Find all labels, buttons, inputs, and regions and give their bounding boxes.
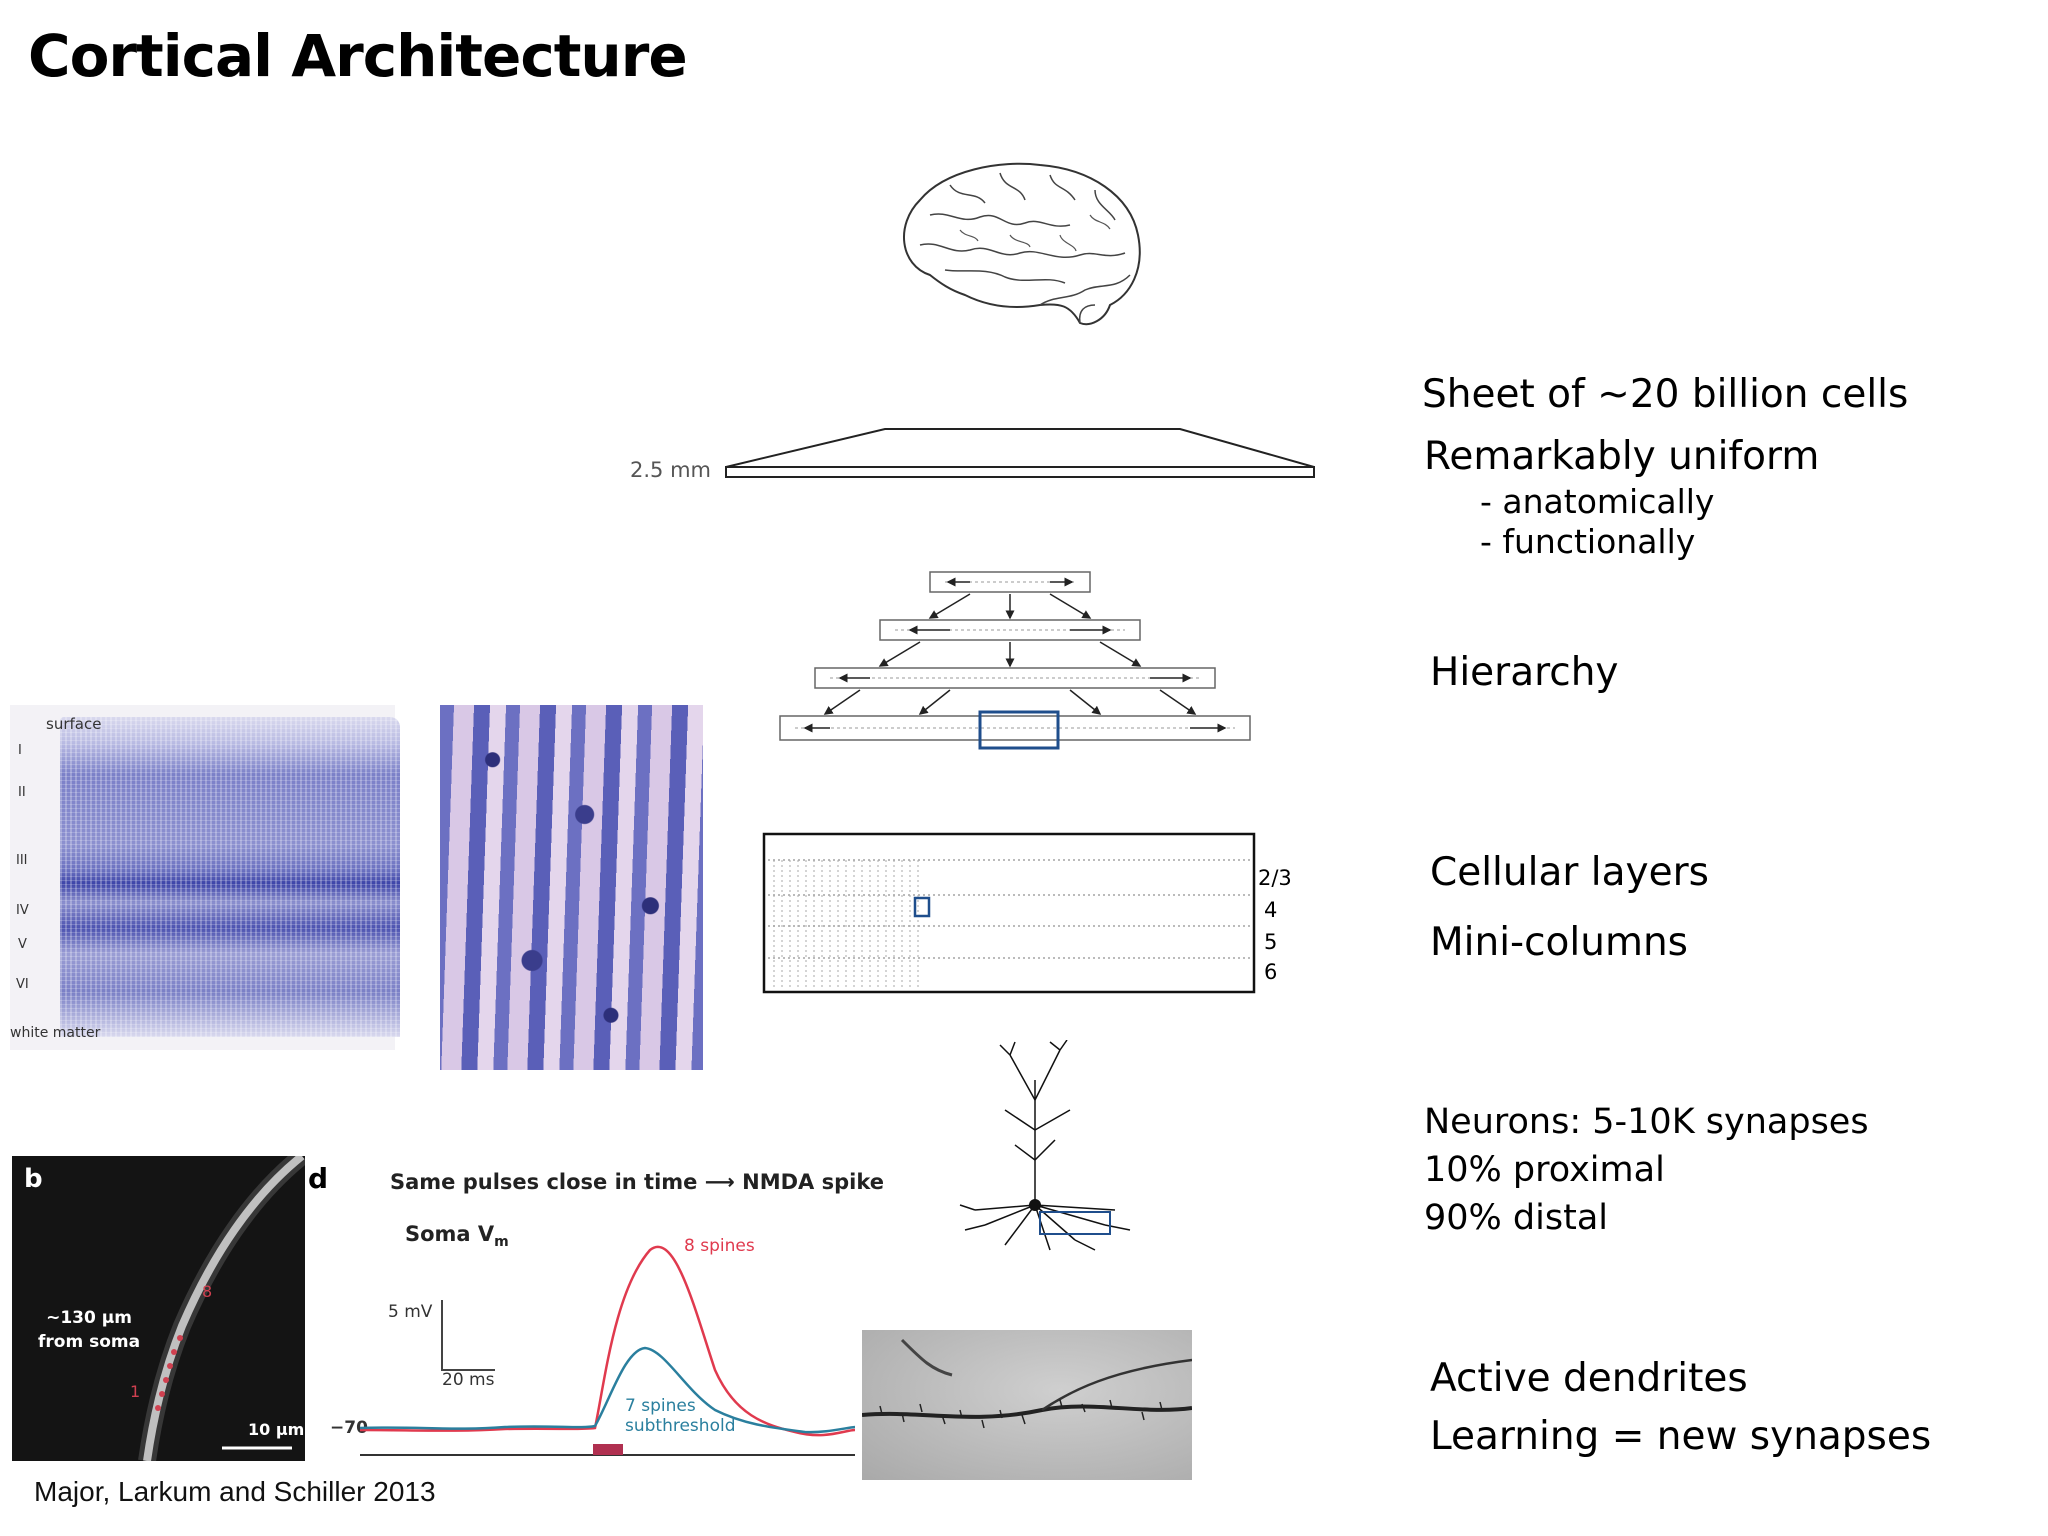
sheet-cells-text: Sheet of ~20 billion cells [1422,372,1909,417]
hierarchy-text: Hierarchy [1430,650,1619,695]
histology-layers-image: surface I II III IV V VI white matter [10,705,400,1050]
mini-columns-text: Mini-columns [1430,920,1688,965]
learning-text: Learning = new synapses [1430,1414,1932,1459]
layer-label-2-3: 2/3 [1258,866,1292,890]
distance-line-2: from soma [38,1332,141,1352]
trace-7-line-2: subthreshold [625,1416,736,1436]
trace-8-spines [359,1245,855,1437]
layer-numeral-V: V [18,937,27,952]
panel-b-label: b [24,1164,43,1194]
cortical-sheet-slab [725,428,1315,478]
dendrite-branch [861,1338,1193,1429]
baseline-label: −70 [330,1418,368,1438]
brain-illustration [903,162,1141,325]
pyramidal-neuron-drawing [959,1040,1131,1251]
cellular-layers-text: Cellular layers [1430,850,1709,895]
scale-bar-label: 10 µm [248,1420,305,1439]
header-right: NMDA spike [742,1170,884,1194]
panel-b-image: b 8 1 ~130 µm from soma 10 µm [12,1148,308,1463]
sheet-thickness-label: 2.5 mm [630,458,711,482]
layer-numeral-II: II [18,785,26,800]
spine-marker-8: 8 [202,1282,213,1301]
slide-title: Cortical Architecture [28,22,688,90]
anatomically-text: - anatomically [1480,482,1715,521]
spine-marker-1: 1 [130,1382,141,1401]
distance-line-1: ~130 µm [46,1308,132,1328]
uniform-text: Remarkably uniform [1424,434,1820,479]
distance-label: ~130 µm from soma [38,1306,140,1354]
layer-label-6: 6 [1264,960,1278,984]
layer-label-5: 5 [1264,930,1278,954]
proximal-text: 10% proximal [1424,1150,1665,1190]
stained-cortex [60,717,400,1037]
soma-sub: m [494,1234,509,1251]
minicolumn-stain-image [440,705,703,1070]
layer-numeral-IV: IV [16,903,29,918]
trace-8-label: 8 spines [684,1236,755,1256]
trace-7-line-1: 7 spines [625,1396,696,1416]
scale-ms-label: 20 ms [442,1370,495,1390]
trace-7-spines [359,1346,855,1434]
hierarchy-diagram [779,571,1251,750]
header-left: Same pulses close in time [390,1170,698,1194]
trace-7-label: 7 spines subthreshold [625,1396,735,1436]
panel-d-label: d [308,1162,329,1195]
panel-d-header: Same pulses close in time ⟶ NMDA spike [390,1170,884,1194]
soma-label: Soma V [405,1222,495,1246]
white-matter-label: white matter [10,1025,101,1041]
citation: Major, Larkum and Schiller 2013 [34,1476,436,1507]
layers-diagram [762,832,1256,994]
layer-numeral-III: III [16,853,28,868]
soma-vm-label: Soma Vm [405,1222,509,1250]
scale-mv-label: 5 mV [388,1302,433,1322]
functionally-text: - functionally [1480,522,1696,561]
layer-label-4: 4 [1264,898,1278,922]
neurons-text: Neurons: 5-10K synapses [1424,1102,1869,1142]
arrow-right-icon: ⟶ [704,1170,743,1194]
distal-text: 90% distal [1424,1198,1608,1238]
surface-label: surface [46,715,102,733]
layer-numeral-I: I [18,743,22,758]
fluorescent-dendrite [138,1148,308,1463]
active-dendrites-text: Active dendrites [1430,1356,1748,1401]
nmda-traces-plot [359,1245,855,1456]
stimulus-marker [593,1444,623,1455]
layer-numeral-VI: VI [16,977,29,992]
dendrite-micrograph [861,1330,1193,1480]
